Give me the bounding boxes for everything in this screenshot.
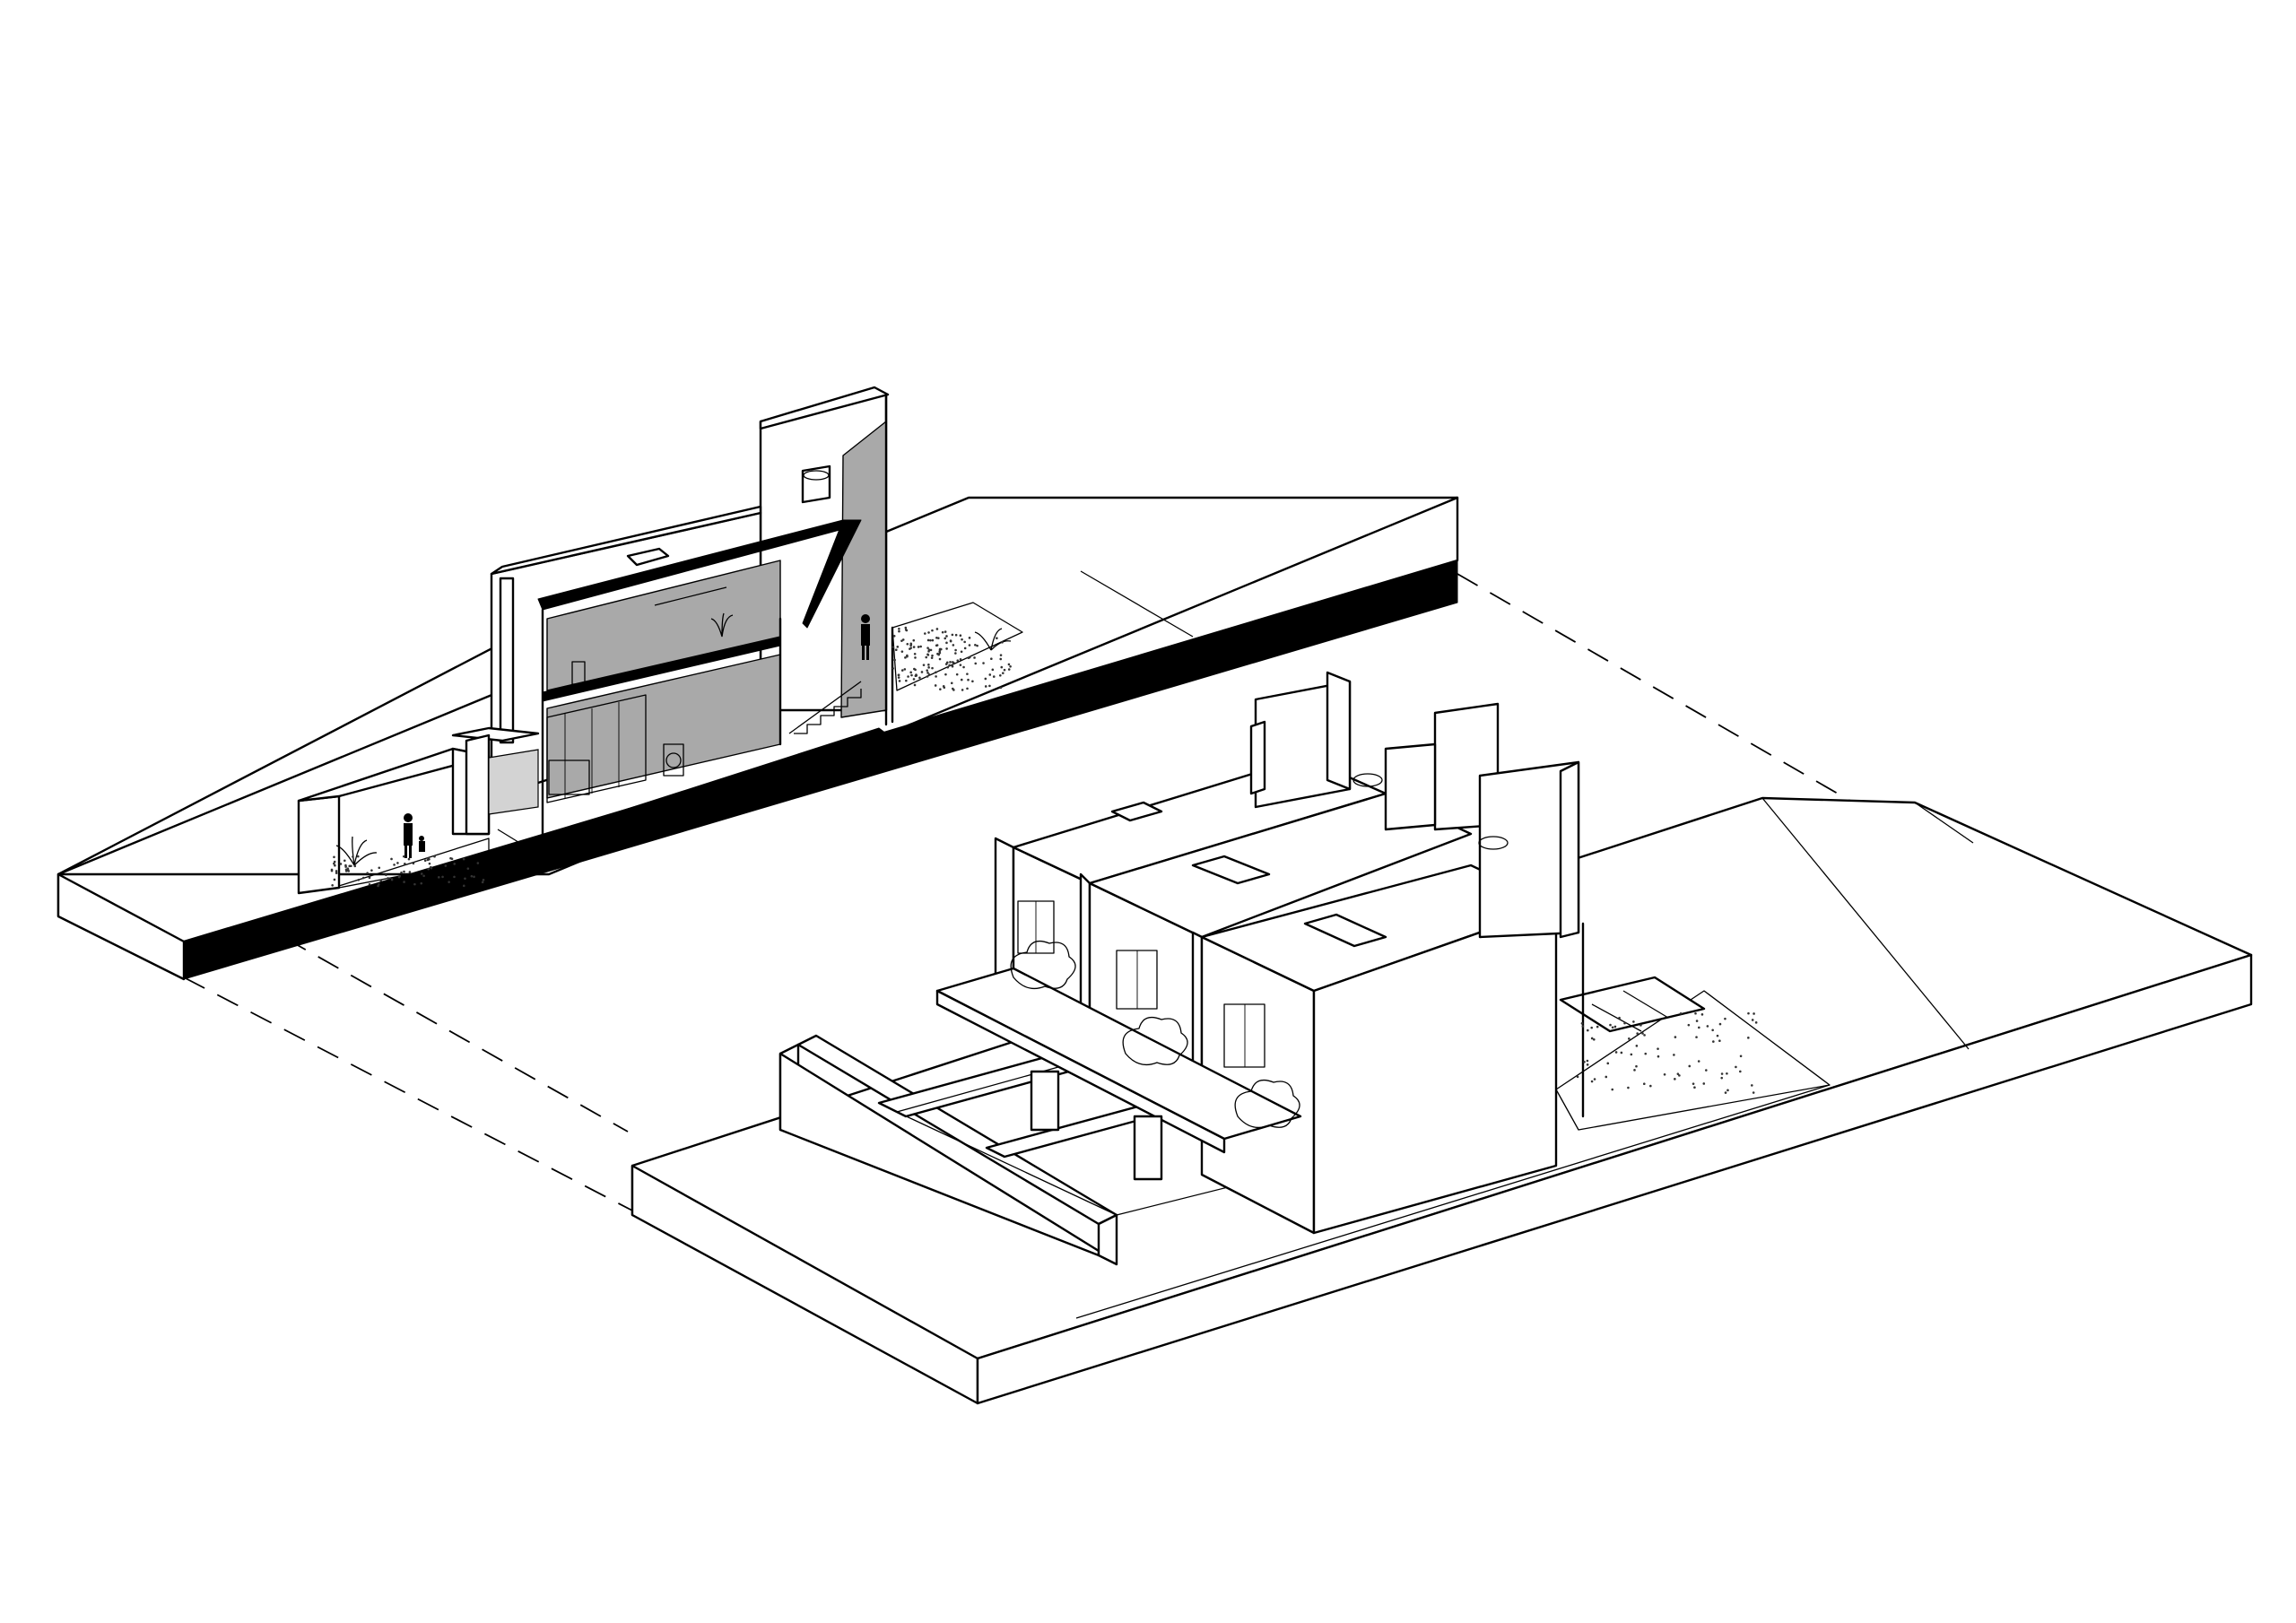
tree-canopy — [1010, 940, 1300, 1129]
rear-garden — [891, 602, 1023, 724]
terrace-houses — [935, 671, 1580, 1235]
section-model — [57, 386, 1459, 981]
terrace-model — [631, 671, 2253, 1405]
gravel-texture — [330, 626, 1758, 1094]
section-building — [335, 386, 1012, 866]
person-silhouette — [404, 614, 870, 858]
rear-garden — [1555, 922, 1831, 1131]
